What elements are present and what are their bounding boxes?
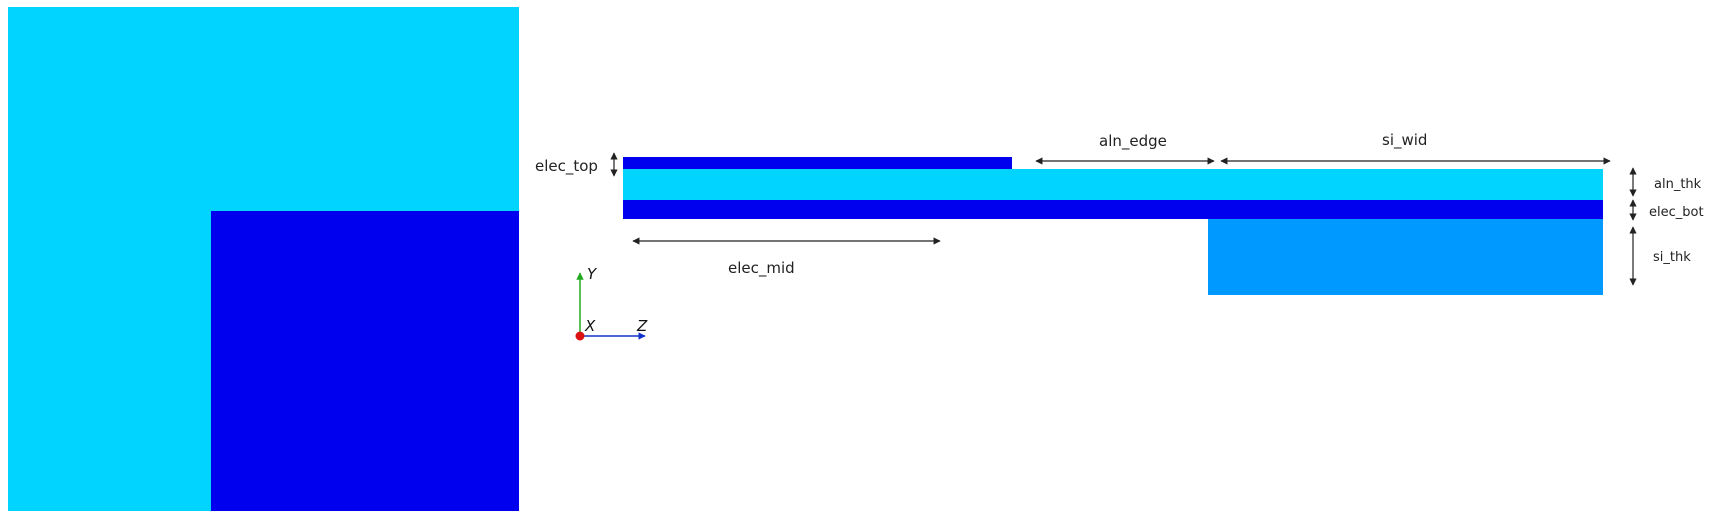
elec-mid-label: elec_mid [728, 259, 795, 278]
x-axis-origin-dot [575, 331, 585, 341]
y-axis-label: Y [587, 265, 598, 283]
elec-top-label: elec_top [535, 157, 598, 176]
electrode-region [211, 211, 519, 511]
aln-layer [623, 169, 1603, 201]
elec-bot-layer [623, 200, 1603, 219]
left-view-panel [8, 7, 519, 511]
x-axis-label: X [584, 317, 596, 335]
si-layer [1208, 219, 1603, 295]
elec-top-layer [623, 157, 1012, 172]
aln-edge-label: aln_edge [1099, 132, 1167, 151]
cross-section [623, 157, 1603, 295]
axis-triad: Y X Z [575, 265, 648, 341]
z-axis-label: Z [636, 317, 648, 335]
elec-bot-label: elec_bot [1649, 205, 1704, 220]
si-wid-label: si_wid [1382, 131, 1427, 150]
aln-thk-label: aln_thk [1654, 177, 1702, 192]
si-thk-label: si_thk [1653, 250, 1691, 265]
dimensions: elec_top aln_edge si_wid aln_thk elec_bo… [535, 131, 1704, 286]
